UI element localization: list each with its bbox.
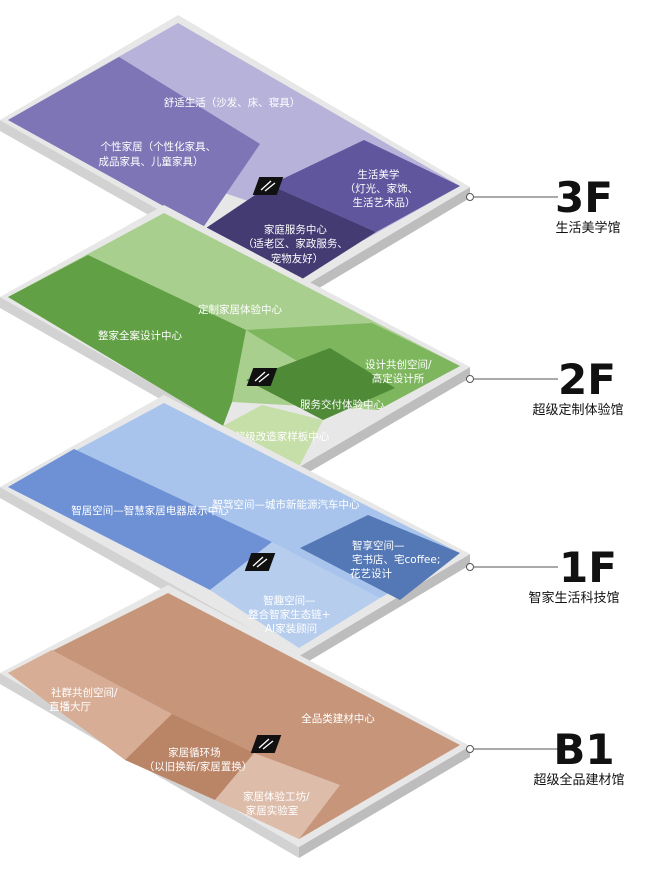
zone-personal-home [8, 57, 299, 281]
floor-name-b1: 超级全品建材馆 [533, 772, 624, 788]
zone-label-custom-home: 定制家居体验中心 [198, 303, 282, 316]
zone-label-smart-fun: 智趣空间— 整合智家生态链+ AI家装顾问 [248, 594, 334, 635]
zone-label-personal-home: 个性家居（个性化家具、 成品家具、儿童家具） [99, 140, 220, 168]
zone-community-live [8, 650, 172, 760]
callout-dot [466, 375, 474, 383]
zone-home-circulation [125, 714, 254, 800]
floor-code-3f: 3F [555, 173, 613, 222]
zone-label-whole-home: 整家全案设计中心 [98, 329, 182, 342]
floor-name-2f: 超级定制体验馆 [532, 402, 623, 418]
zone-smart-living [8, 449, 272, 590]
zone-label-circulation: 家居循环场 （以旧换新/家居置换） [144, 746, 253, 773]
slab-side [299, 367, 470, 478]
floor-name-3f: 生活美学馆 [555, 220, 620, 236]
zone-life-aesthetics [270, 140, 460, 232]
zone-label-smart-drive: 智驾空间—城市新能源汽车中心 [213, 498, 360, 511]
zone-label-smart-enjoy: 智享空间— 宅书店、宅coffee; 花艺设计 [350, 539, 444, 580]
zone-makeover-model [223, 405, 323, 467]
callout-dot [466, 563, 474, 571]
slab-side [299, 746, 470, 858]
brand-logo [244, 553, 276, 571]
callout-dot [466, 745, 474, 753]
slab-side [299, 187, 470, 300]
floor-code-2f: 2F [558, 355, 616, 404]
brand-logo [252, 177, 284, 195]
zone-label-design-cocreation: 设计共创空间/ 高定设计所 [365, 358, 435, 385]
zone-home-workshop [215, 753, 340, 839]
floor-code-1f: 1F [559, 543, 617, 592]
zone-label-full-materials: 全品类建材中心 [301, 712, 375, 725]
callout-dot [466, 193, 474, 201]
zone-label-aesthetics: 生活美学 （灯光、家饰、 生活艺术品） [345, 168, 422, 209]
zone-family-service [200, 185, 376, 281]
zone-label-makeover: 超级改造家样板中心 [235, 430, 330, 443]
zone-label-comfort: 舒适生活（沙发、床、寝具） [164, 96, 301, 109]
zone-full-building-materials [8, 593, 460, 839]
floor-name-1f: 智家生活科技馆 [528, 590, 619, 606]
zone-label-workshop: 家居体验工坊/ 家居实验室 [243, 790, 313, 817]
brand-logo [250, 735, 282, 753]
zone-delivery-experience [246, 348, 395, 420]
brand-logo [246, 368, 278, 386]
zone-label-family-service: 家庭服务中心 （适老区、家政服务、 宠物友好） [243, 223, 351, 265]
floor-3f: 舒适生活（沙发、床、寝具） 个性家居（个性化家具、 成品家具、儿童家具） 生活美… [0, 15, 621, 300]
floor-b1: 全品类建材中心 社群共创空间/ 直播大厅 家居循环场 （以旧换新/家居置换） 家… [0, 585, 625, 858]
zone-label-delivery: 服务交付体验中心 [300, 398, 384, 411]
zone-label-smart-living: 智居空间—智慧家居电器展示中心 [71, 504, 229, 517]
zone-whole-home-design [8, 255, 246, 426]
zone-label-community: 社群共创空间/ 直播大厅 [49, 686, 121, 713]
zone-smart-enjoy [300, 515, 460, 600]
slab-side [299, 554, 470, 667]
floor-code-b1: B1 [553, 725, 614, 774]
